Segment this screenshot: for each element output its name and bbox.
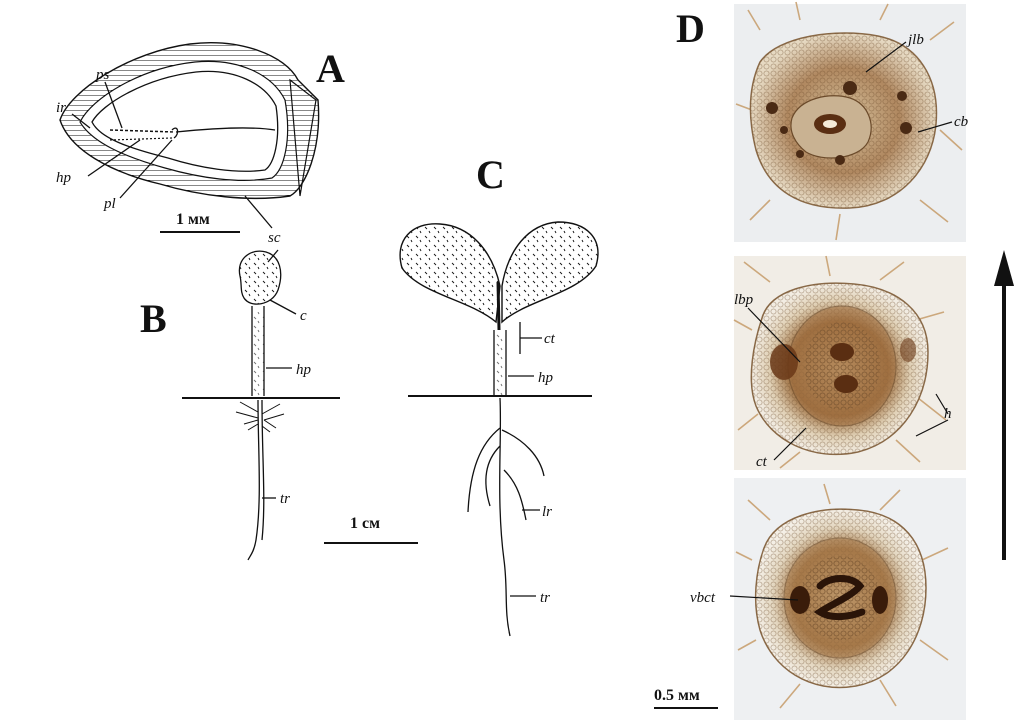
- label-tr-b: tr: [280, 491, 290, 507]
- label-sc: sc: [268, 230, 281, 246]
- label-ir: ir: [56, 100, 66, 116]
- label-h: h: [944, 406, 952, 422]
- label-c: c: [300, 308, 307, 324]
- panel-c: C ct hp lr tr: [400, 152, 598, 636]
- panel-b: B c hp tr 1 см: [140, 250, 418, 560]
- label-ct-c: ct: [544, 331, 556, 347]
- label-hp-a: hp: [56, 170, 72, 186]
- label-pl: pl: [103, 196, 116, 212]
- panel-letter-b: B: [140, 296, 167, 341]
- seedling-b-taproot: [248, 400, 264, 560]
- label-ps: ps: [95, 67, 110, 83]
- label-lbp: lbp: [734, 292, 754, 308]
- scale-label-d: 0.5 мм: [654, 687, 700, 704]
- cotyledon-right: [502, 222, 598, 322]
- cross-section-2-bundle: [770, 344, 798, 380]
- panel-d: D: [654, 2, 1014, 720]
- label-cb: cb: [954, 114, 969, 130]
- panel-letter-d: D: [676, 6, 705, 51]
- label-hp-b: hp: [296, 362, 312, 378]
- panel-letter-c: C: [476, 152, 505, 197]
- label-jlb: jlb: [906, 32, 924, 48]
- cotyledon-left: [400, 224, 500, 322]
- label-vbct: vbct: [690, 590, 716, 606]
- leader-sc: [245, 196, 272, 228]
- scale-label-b: 1 см: [350, 515, 380, 532]
- seedling-b-root-hairs: [236, 402, 284, 432]
- label-ct-d: ct: [756, 454, 768, 470]
- lateral-root-2: [502, 430, 544, 476]
- panel-letter-a: A: [316, 46, 345, 91]
- seedling-b-seedcoat: [239, 251, 280, 304]
- panel-a: A ps ir hp pl sc 1 мм: [56, 43, 345, 246]
- label-lr: lr: [542, 504, 552, 520]
- label-tr-c: tr: [540, 590, 550, 606]
- cross-section-3-bundle-right: [872, 586, 888, 614]
- lateral-root-4: [504, 470, 526, 520]
- leader-c: [270, 300, 296, 314]
- cotyledon-petiole: [498, 282, 499, 330]
- label-hp-c: hp: [538, 370, 554, 386]
- lateral-root-1: [468, 428, 500, 512]
- lateral-root-3: [486, 446, 500, 506]
- scale-label-a: 1 мм: [176, 211, 210, 228]
